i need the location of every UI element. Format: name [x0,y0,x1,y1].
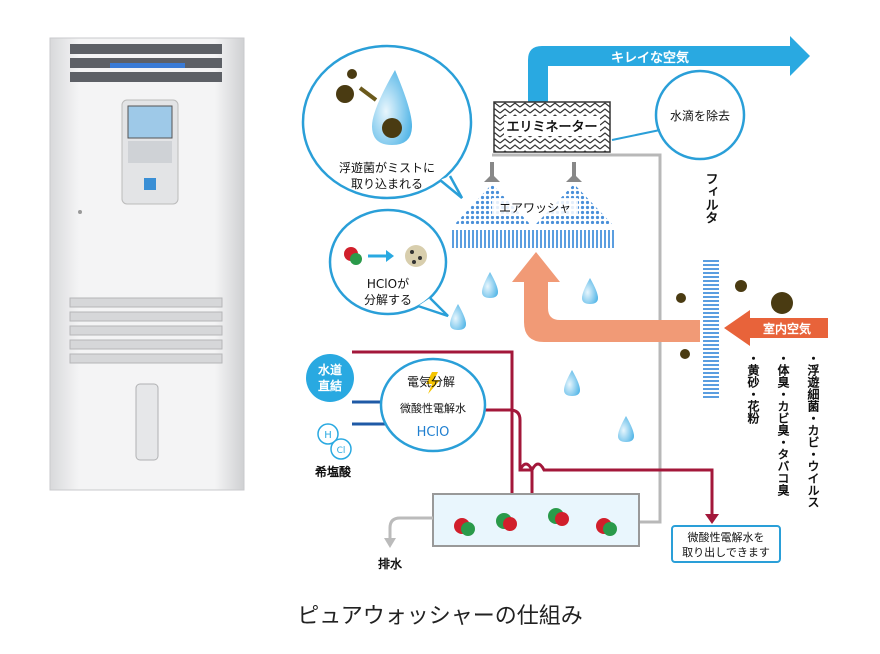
takeout-line2: 取り出しできます [682,545,770,559]
drain-label: 排水 [378,556,403,571]
takeout-note: 微酸性電解水を 取り出しできます [671,525,781,563]
filter-label: フィルタ [703,172,719,224]
water-drop-removal-label: 水滴を除去 [670,108,730,123]
electrolysis-bubble: 電気分解 微酸性電解水 HClO [379,357,487,453]
indoor-air-arrow: 室内空気 [724,310,828,346]
pollutant-item-3: ・黄砂・花粉 [746,352,760,425]
pollutant-item-1: ・浮遊細菌・カビ・ウイルス [806,352,820,508]
air-washer-unit-illustration [49,37,245,491]
takeout-pipe [518,462,714,516]
bacteria-caption-line1: 浮遊菌がミストに [339,160,435,175]
tap-water-pipe [352,350,514,502]
hclo-caption-line2: 分解する [364,293,412,307]
electrolyzed-water-label: 微酸性電解水 [400,401,466,415]
hcl-h-label: H [324,430,332,441]
dilute-hcl-label: 希塩酸 [314,464,352,479]
figure-caption: ピュアウォッシャーの仕組み [297,604,583,629]
tap-water-line2: 直結 [318,378,342,393]
air-washer-label: エアワッシャ [499,201,571,215]
tap-water-line1: 水道 [318,362,342,377]
bacteria-capture-bubble: 浮遊菌がミストに 取り込まれる [301,44,473,200]
filter: フィルタ [703,172,719,400]
tap-water-badge: 水道 直結 [306,354,354,402]
takeout-line1: 微酸性電解水を [688,530,765,544]
hcl-cl-label: Cl [337,446,346,456]
hclo-caption-line1: HClOが [367,276,409,291]
electrolyzed-water-pipe [476,408,534,502]
air-washer-spray: エアワッシャ [452,162,614,248]
lightning-icon [426,372,440,394]
bacteria-caption-line2: 取り込まれる [351,177,423,191]
indoor-air-label: 室内空気 [763,321,811,336]
electrolysis-label: 電気分解 [407,374,455,389]
falling-water-drops [450,272,634,442]
clean-air-label: キレイな空気 [611,50,689,66]
clean-air-arrow: キレイな空気 [528,36,810,102]
indoor-air-flow-arrow [512,252,700,342]
eliminator-label: エリミネーター [506,120,597,135]
eliminator-box: エリミネーター [493,101,611,153]
mist-drop-icon [372,70,412,145]
pollutant-item-2: ・体臭・カビ臭・タバコ臭 [776,352,790,497]
hclo-decompose-bubble: HClOが 分解する [328,208,449,318]
water-tank [432,493,640,547]
hcl-molecule-icon: H Cl 希塩酸 [314,423,352,479]
drain: 排水 [378,516,433,571]
hclo-label: HClO [417,425,450,440]
pollutant-list: ・浮遊細菌・カビ・ウイルス ・体臭・カビ臭・タバコ臭 ・黄砂・花粉 [746,352,820,508]
water-drop-removal-bubble: 水滴を除去 [611,69,746,161]
